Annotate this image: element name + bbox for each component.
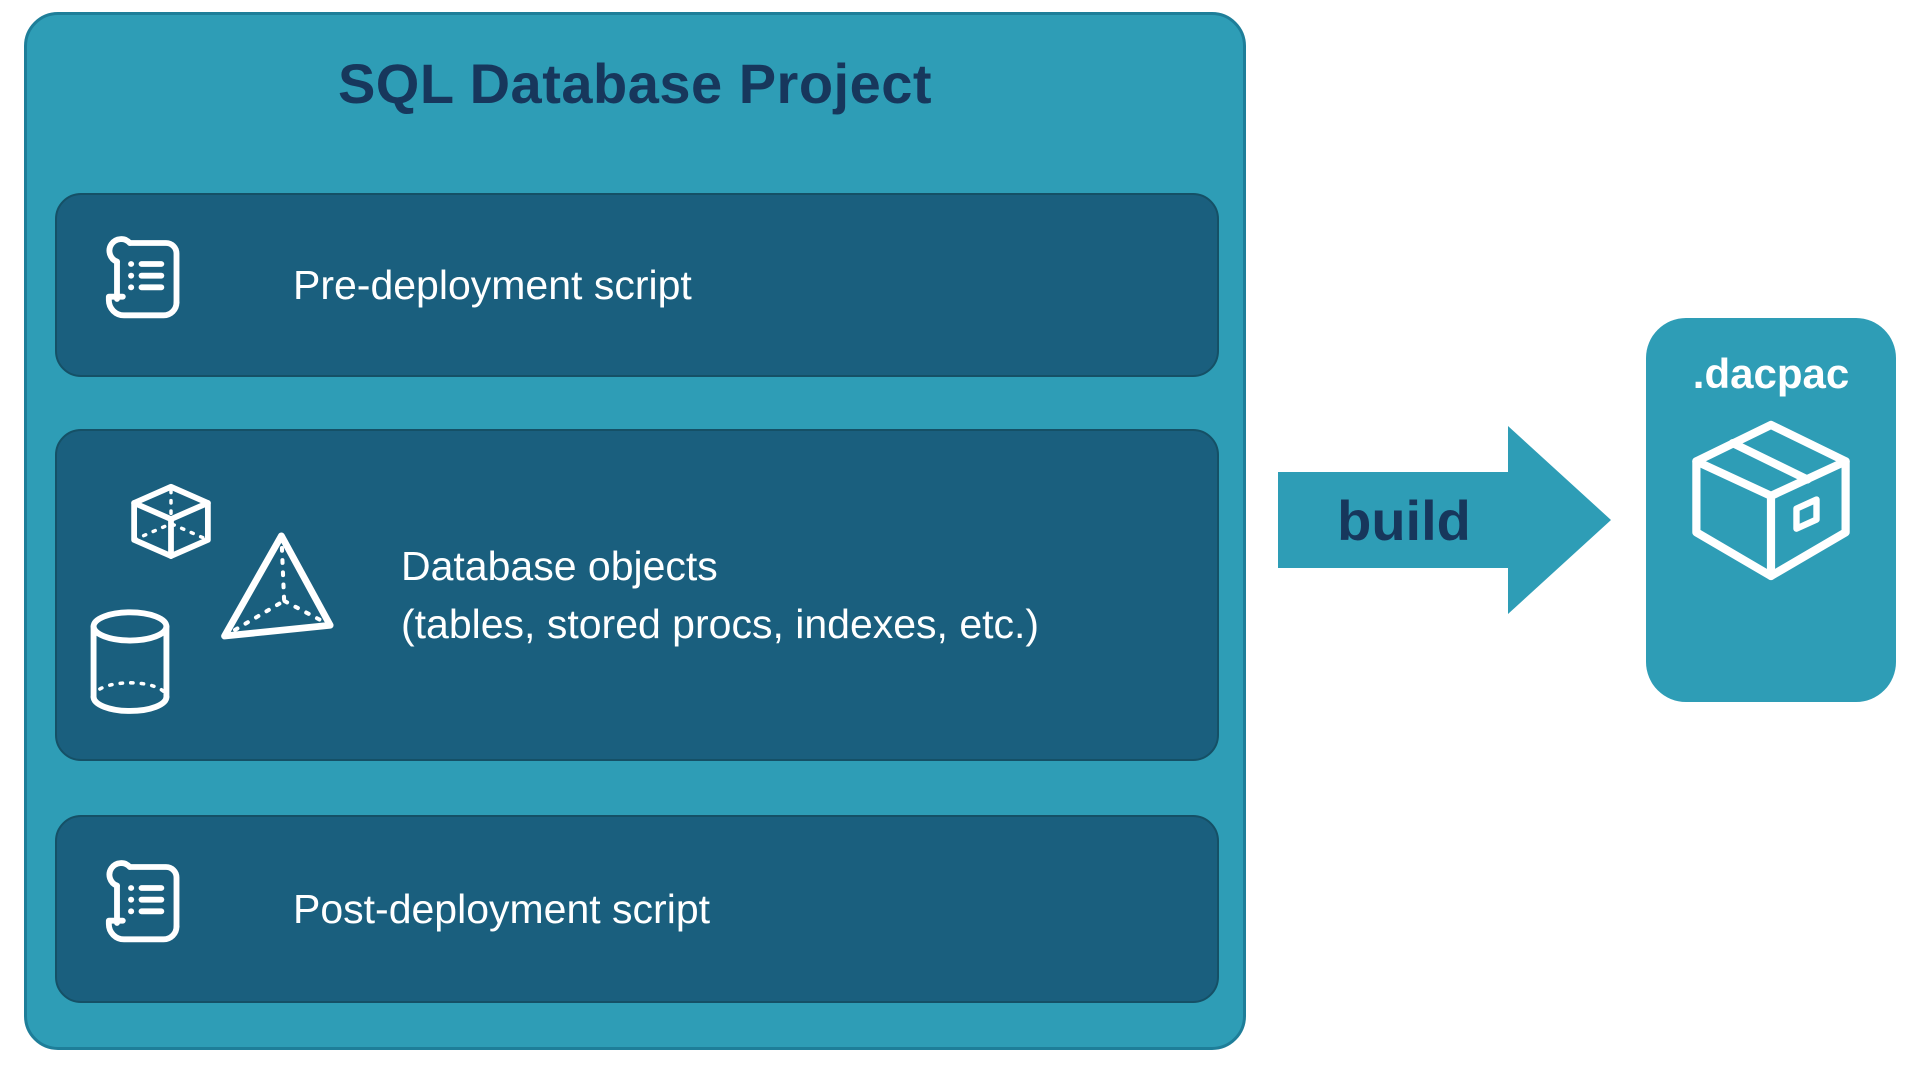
build-label: build	[1337, 488, 1471, 552]
build-arrow: build	[1278, 424, 1616, 616]
database-objects-label-line1: Database objects	[401, 543, 718, 589]
sql-database-project-box: SQL Database Project Pre-deployment scri…	[24, 12, 1246, 1050]
database-objects-panel: Database objects (tables, stored procs, …	[55, 429, 1219, 761]
pre-deployment-label: Pre-deployment script	[293, 261, 692, 308]
post-deployment-panel: Post-deployment script	[55, 815, 1219, 1003]
pre-deployment-panel: Pre-deployment script	[55, 193, 1219, 377]
package-icon	[1679, 414, 1863, 596]
database-objects-text: Database objects (tables, stored procs, …	[401, 537, 1039, 653]
database-objects-label-line2: (tables, stored procs, indexes, etc.)	[401, 601, 1040, 647]
dacpac-label: .dacpac	[1692, 350, 1850, 397]
project-title: SQL Database Project	[337, 52, 933, 115]
database-objects-icons	[57, 431, 387, 759]
pyramid-icon	[209, 525, 343, 655]
scroll-icon	[89, 850, 201, 968]
dacpac-box: .dacpac	[1646, 318, 1896, 702]
cube-icon	[115, 473, 227, 579]
post-deployment-label: Post-deployment script	[293, 885, 711, 932]
right-block-arrow-icon	[1278, 426, 1611, 614]
cylinder-icon	[83, 605, 177, 723]
scroll-icon	[89, 226, 201, 344]
